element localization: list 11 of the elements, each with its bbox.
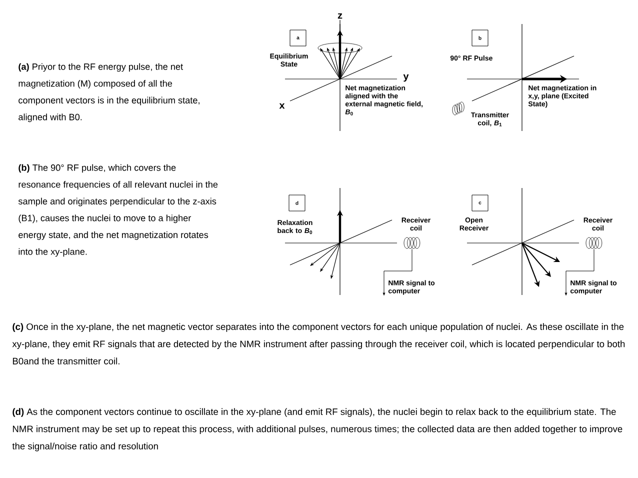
coil-drawing	[586, 237, 602, 249]
coil-drawing	[404, 237, 420, 249]
paragraph: (d) As the component vectors continue to oscillate in the xy-plane (and emit RF signals), the nuclei begin to relax back to the equilibrium state. The NMR instrument may be set up to repeat this process, with additional pulses, numerous times; the collected data are then added together to improve the signal/noise ratio and resolution	[12, 408, 622, 452]
axis-label: x	[279, 103, 285, 109]
signal-arrow	[564, 248, 594, 296]
axis-label: z	[338, 13, 342, 19]
paragraph: (a) Priyor to the RF energy pulse, the net magnetization (M) composed of all the component vectors is in the equilibrium state, aligned with B0.	[18, 63, 200, 122]
paragraph: (b) The 90° RF pulse, which covers the resonance frequencies of all relevant nuclei in the sample and originates perpendicular to the z-axis (B1), causes the nuclei to move to a higher energy state, and the net magnetization rotates into the xy-plane.	[18, 164, 218, 257]
paragraph: (c) Once in the xy-plane, the net magnetic vector separates into the component vectors for each unique population of nuclei. As these oscillate in the xy-plane, they emit RF signals that are detected by the NMR instrument after passing through the receiver coil, which is located perpendicular to both B0and the transmitter coil.	[12, 323, 625, 364]
signal-arrow	[382, 248, 412, 296]
axis-label: y	[403, 74, 409, 82]
